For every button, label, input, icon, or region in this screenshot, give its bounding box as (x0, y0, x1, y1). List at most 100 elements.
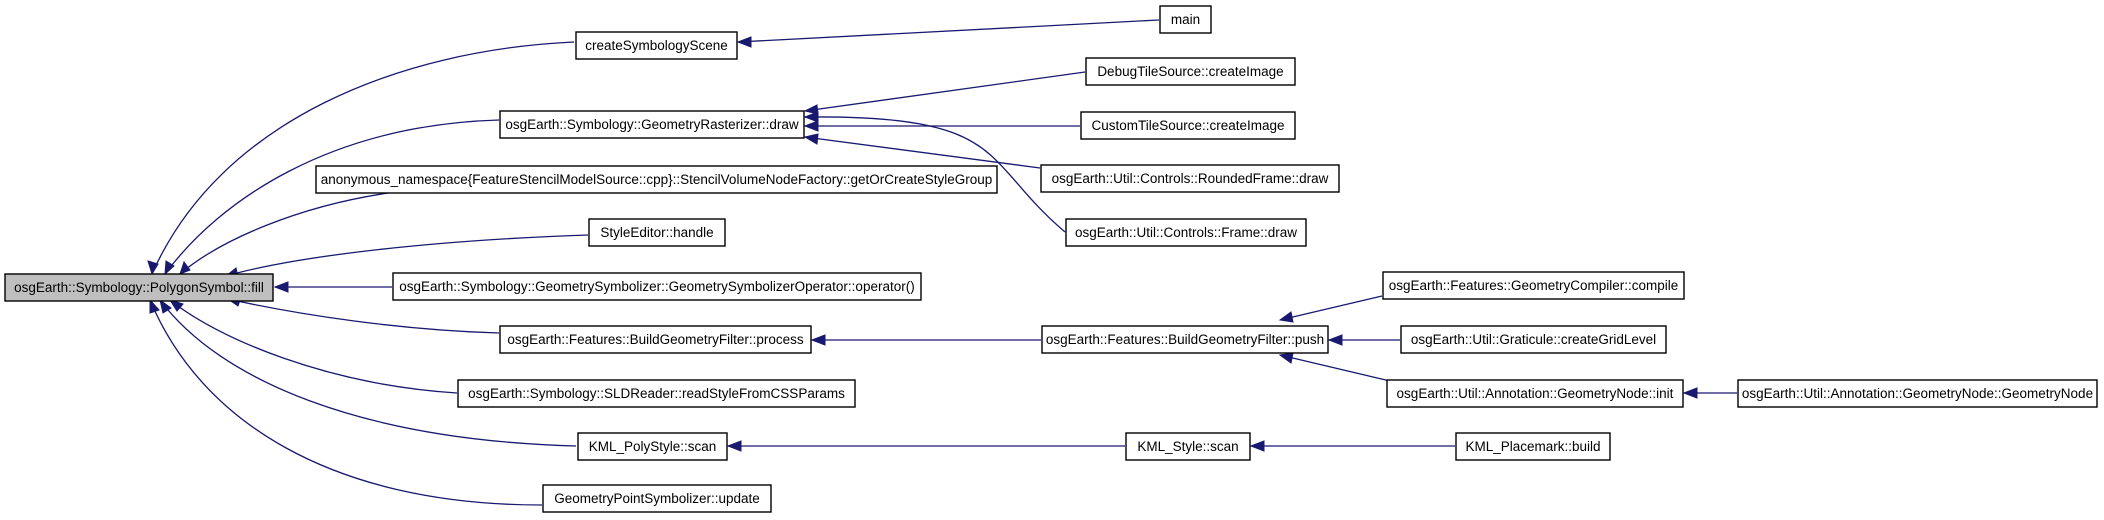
node-box (1065, 218, 1307, 247)
node-box (1382, 271, 1685, 300)
arrow-head (273, 281, 289, 293)
node-box (588, 218, 726, 247)
arrow-head (1327, 334, 1343, 346)
node-box (1125, 432, 1251, 461)
node-label: osgEarth::Features::GeometryCompiler::co… (1389, 278, 1679, 293)
node-label: DebugTileSource::createImage (1097, 64, 1283, 79)
node-label: main (1171, 12, 1200, 27)
arrow-head (803, 120, 819, 132)
node-label: osgEarth::Util::Graticule::createGridLev… (1411, 332, 1656, 347)
node-box (1080, 111, 1296, 140)
arrow-head (1278, 352, 1294, 364)
node-box (575, 31, 738, 60)
edge-roundedFrame-to-rasterizerDraw (804, 136, 1041, 169)
node-box (1159, 5, 1212, 34)
node-label: osgEarth::Util::Annotation::GeometryNode… (1397, 386, 1674, 401)
arrow-head (810, 334, 826, 346)
arrow-head (147, 260, 159, 276)
node-box (1737, 379, 2098, 408)
node-createSymbologyScene[interactable]: createSymbologyScene (575, 31, 738, 60)
node-label: osgEarth::Util::Controls::RoundedFrame::… (1052, 171, 1329, 186)
node-box (315, 165, 998, 194)
node-fill[interactable]: osgEarth::Symbology::PolygonSymbol::fill (4, 273, 274, 302)
arrow-head (1682, 387, 1698, 399)
node-label: osgEarth::Features::BuildGeometryFilter:… (1046, 332, 1324, 347)
node-pointSymbolizer[interactable]: GeometryPointSymbolizer::update (542, 484, 772, 513)
node-compilerCompile[interactable]: osgEarth::Features::GeometryCompiler::co… (1382, 271, 1685, 300)
arrow-head (1278, 311, 1294, 323)
arrow-head (164, 260, 175, 276)
node-box (499, 110, 805, 139)
node-box (457, 379, 856, 408)
node-box (1400, 325, 1667, 354)
node-box (1085, 57, 1296, 86)
edge-buildProcess-to-fill (227, 298, 500, 334)
arrow-head (179, 260, 191, 275)
arrow-head (736, 36, 752, 48)
node-box (392, 272, 922, 301)
edge-styleEditor-to-fill (225, 234, 589, 277)
arrow-head (803, 133, 819, 145)
node-label: osgEarth::Symbology::GeometrySymbolizer:… (399, 279, 914, 294)
edge-createSymbologyScene-to-fill (151, 41, 575, 275)
node-box (542, 484, 772, 513)
node-label: KML_Placemark::build (1465, 439, 1600, 454)
node-symbolizerOp[interactable]: osgEarth::Symbology::GeometrySymbolizer:… (392, 272, 922, 301)
node-box (1386, 379, 1684, 408)
arrow-head (168, 299, 184, 312)
node-kmlPlacemark[interactable]: KML_Placemark::build (1455, 432, 1611, 461)
node-stencil[interactable]: anonymous_namespace{FeatureStencilModelS… (315, 165, 998, 194)
node-box (577, 432, 728, 461)
node-geomNodeCtor[interactable]: osgEarth::Util::Annotation::GeometryNode… (1737, 379, 2098, 408)
node-geomNodeInit[interactable]: osgEarth::Util::Annotation::GeometryNode… (1386, 379, 1684, 408)
node-box (499, 325, 812, 354)
node-label: osgEarth::Util::Controls::Frame::draw (1075, 225, 1297, 240)
node-buildProcess[interactable]: osgEarth::Features::BuildGeometryFilter:… (499, 325, 812, 354)
edge-rasterizerDraw-to-fill (164, 119, 500, 275)
node-label: GeometryPointSymbolizer::update (554, 491, 760, 506)
nodes: osgEarth::Symbology::PolygonSymbol::fill… (4, 5, 2098, 513)
node-box (1455, 432, 1611, 461)
edge-sldReader-to-fill (169, 299, 458, 394)
node-kmlPolyStyle[interactable]: KML_PolyStyle::scan (577, 432, 728, 461)
edge-kmlPolyStyle-to-fill (159, 299, 577, 447)
arrow-head (803, 104, 819, 115)
node-label: StyleEditor::handle (600, 225, 713, 240)
node-customTile[interactable]: CustomTileSource::createImage (1080, 111, 1296, 140)
edge-stencil-to-fill (179, 191, 396, 275)
node-label: createSymbologyScene (585, 38, 728, 53)
node-main[interactable]: main (1159, 5, 1212, 34)
edge-geomNodeInit-to-buildPush (1279, 354, 1391, 382)
node-debugTile[interactable]: DebugTileSource::createImage (1085, 57, 1296, 86)
arrow-head (149, 298, 160, 314)
edge-frameDraw-to-rasterizerDraw (804, 116, 1066, 233)
arrow-head (1249, 440, 1265, 452)
node-buildPush[interactable]: osgEarth::Features::BuildGeometryFilter:… (1041, 325, 1329, 354)
node-label: osgEarth::Util::Annotation::GeometryNode… (1742, 386, 2093, 401)
node-box (1041, 325, 1329, 354)
arrow-head (726, 440, 742, 452)
node-box (1040, 164, 1340, 193)
node-label: osgEarth::Symbology::GeometryRasterizer:… (505, 117, 799, 132)
node-box (4, 273, 274, 302)
node-sldReader[interactable]: osgEarth::Symbology::SLDReader::readStyl… (457, 379, 856, 408)
node-styleEditor[interactable]: StyleEditor::handle (588, 218, 726, 247)
node-frameDraw[interactable]: osgEarth::Util::Controls::Frame::draw (1065, 218, 1307, 247)
node-label: osgEarth::Features::BuildGeometryFilter:… (507, 332, 804, 347)
node-label: KML_Style::scan (1137, 439, 1238, 454)
edge-debugTile-to-rasterizerDraw (804, 71, 1086, 112)
node-label: osgEarth::Symbology::SLDReader::readStyl… (468, 386, 845, 401)
edge-pointSymbolizer-to-fill (149, 299, 543, 506)
edges (147, 19, 1737, 506)
node-label: KML_PolyStyle::scan (589, 439, 717, 454)
node-graticule[interactable]: osgEarth::Util::Graticule::createGridLev… (1400, 325, 1667, 354)
node-roundedFrame[interactable]: osgEarth::Util::Controls::RoundedFrame::… (1040, 164, 1340, 193)
node-rasterizerDraw[interactable]: osgEarth::Symbology::GeometryRasterizer:… (499, 110, 805, 139)
node-kmlStyle[interactable]: KML_Style::scan (1125, 432, 1251, 461)
node-label: osgEarth::Symbology::PolygonSymbol::fill (14, 280, 264, 295)
node-label: anonymous_namespace{FeatureStencilModelS… (321, 172, 993, 187)
arrow-head (803, 111, 819, 123)
node-label: CustomTileSource::createImage (1091, 118, 1284, 133)
edge-main-to-createSymbologyScene (737, 19, 1160, 43)
